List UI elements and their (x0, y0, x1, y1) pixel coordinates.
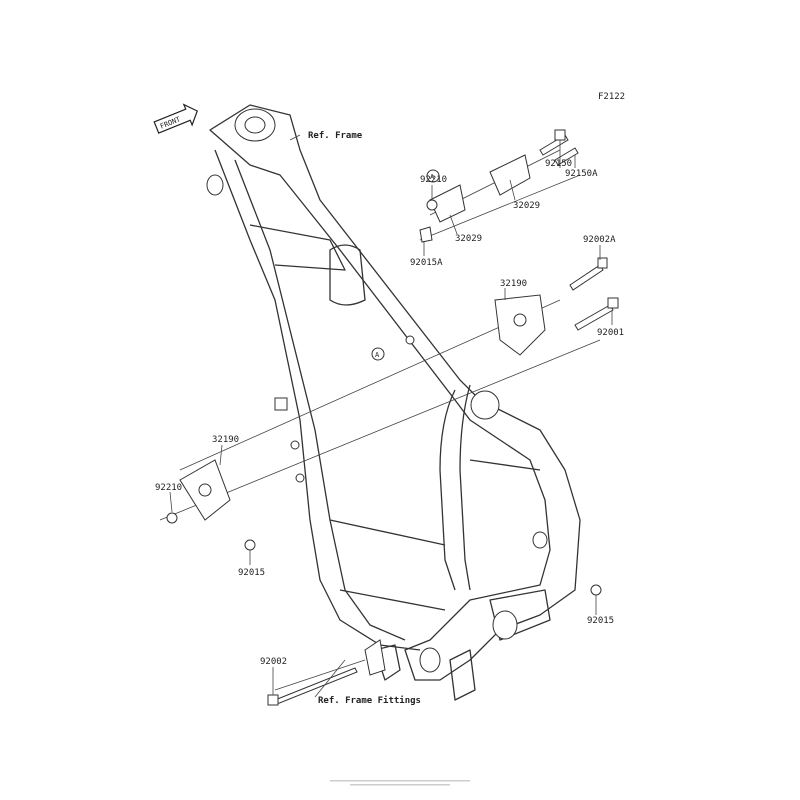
callout-marker-a-top: A (426, 169, 440, 183)
part-92210-top[interactable]: 92210 (420, 175, 447, 185)
part-92015-left[interactable]: 92015 (238, 568, 265, 578)
part-32029-upper[interactable]: 32029 (513, 201, 540, 211)
ref-frame-label: Ref. Frame (308, 131, 363, 141)
part-92001[interactable]: 92001 (597, 328, 624, 338)
svg-text:A: A (375, 351, 380, 359)
part-32190-right[interactable]: 32190 (500, 279, 527, 289)
ref-frame-fittings-label: Ref. Frame Fittings (318, 695, 421, 706)
copyright-footer (330, 780, 470, 786)
motorcycle-frame-drawing (159, 104, 619, 706)
part-32029-lower[interactable]: 32029 (455, 234, 482, 244)
part-92002[interactable]: 92002 (260, 657, 287, 667)
part-92015-right[interactable]: 92015 (587, 616, 614, 626)
part-92002a[interactable]: 92002A (583, 235, 616, 245)
part-32190-left[interactable]: 32190 (212, 435, 239, 445)
part-92210-left[interactable]: 92210 (155, 483, 182, 493)
svg-text:A: A (430, 173, 435, 181)
part-92150a[interactable]: 92150A (565, 169, 598, 179)
front-direction-arrow: FRONT (153, 103, 199, 134)
part-92015a[interactable]: 92015A (410, 258, 443, 268)
diagram-code: F2122 (598, 92, 625, 102)
part-92150[interactable]: 92150 (545, 159, 572, 169)
callout-marker-a-bottom: A (371, 347, 385, 361)
